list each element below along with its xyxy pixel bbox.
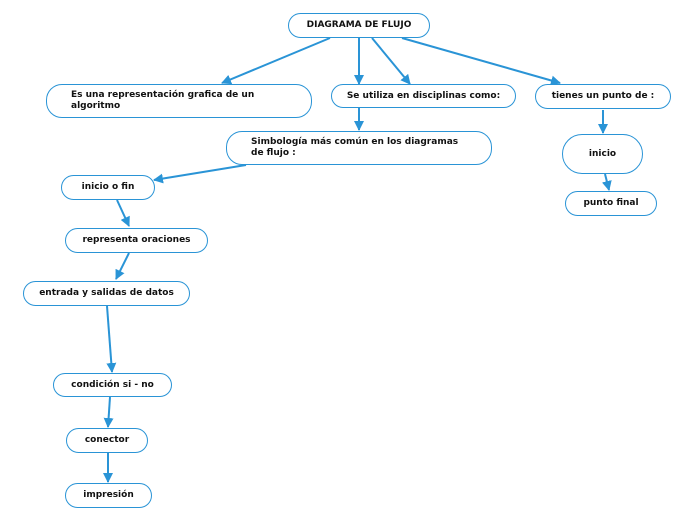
node-label: Se utiliza en disciplinas como: (346, 90, 501, 101)
node-label: DIAGRAMA DE FLUJO (306, 20, 412, 31)
edge-root-endpoints (401, 37, 561, 86)
node-label: entrada y salidas de datos (39, 288, 174, 299)
node-start-end[interactable]: inicio o fin (61, 175, 155, 200)
node-label: condición si - no (71, 379, 154, 390)
edge-root-definition (221, 37, 331, 85)
node-end-point[interactable]: punto final (565, 191, 657, 216)
node-condition[interactable]: condición si - no (53, 373, 172, 397)
node-disciplines[interactable]: Se utiliza en disciplinas como: (331, 84, 516, 108)
node-start[interactable]: inicio (562, 134, 643, 174)
node-label: conector (84, 435, 130, 446)
node-label: impresión (83, 490, 134, 501)
node-print[interactable]: impresión (65, 483, 152, 508)
node-label: punto final (583, 198, 639, 209)
node-process[interactable]: representa oraciones (65, 228, 208, 253)
node-definition[interactable]: Es una representación grafica de un algo… (46, 84, 312, 118)
edge-process-io (115, 252, 130, 280)
node-label: tienes un punto de : (551, 91, 655, 102)
node-symbology[interactable]: Simbología más común en los diagramas de… (226, 131, 492, 165)
node-label: inicio o fin (81, 182, 135, 193)
node-diagrama-de-flujo[interactable]: DIAGRAMA DE FLUJO (288, 13, 430, 38)
edge-io-condition (106, 305, 117, 373)
node-input-output[interactable]: entrada y salidas de datos (23, 281, 190, 306)
node-label: representa oraciones (82, 235, 191, 246)
node-endpoints[interactable]: tienes un punto de : (535, 84, 671, 109)
node-label: inicio (588, 148, 617, 159)
node-label: Es una representación grafica de un algo… (71, 90, 255, 111)
edge-root-disciplines-2 (371, 37, 411, 85)
edge-startend-process (116, 199, 130, 227)
edge-start-endpoint (601, 173, 612, 191)
node-connector[interactable]: conector (66, 428, 148, 453)
node-label: Simbología más común en los diagramas de… (251, 137, 459, 158)
edge-symbology-startend (153, 164, 247, 184)
edge-condition-connector (103, 396, 114, 428)
